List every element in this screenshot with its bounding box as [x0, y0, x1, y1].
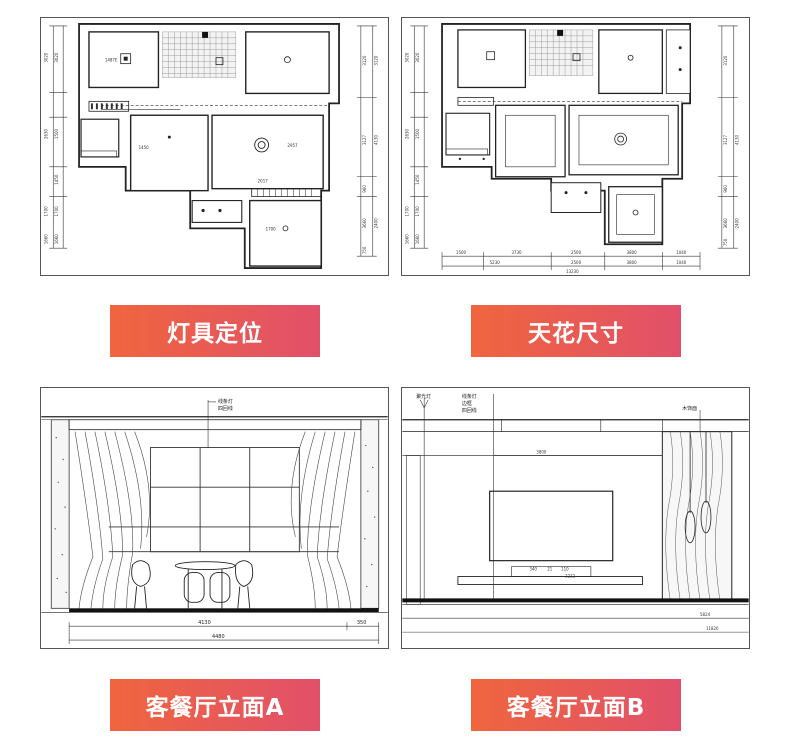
elev-b-dim-small: 2222 — [565, 574, 576, 579]
plan2-left-dim-6: 1700 — [404, 206, 409, 217]
elevation-b-drawing: 聚光灯 线条灯 边框 四回线 3800 340 21 110 2222 — [402, 393, 749, 633]
elev-a-dim-right: 350 — [357, 620, 366, 626]
plan2-bottom-dim-2: 3730 — [511, 250, 522, 255]
plan2-bottom-total-4: 1040 — [676, 260, 687, 265]
plan1-room-label-3: 2957 — [287, 143, 298, 148]
plan1-right-dim-3: 3127 — [362, 134, 367, 145]
plan1-left-dim-6: 1700 — [43, 206, 48, 217]
plan1-right-dim-7: 3660 — [362, 218, 367, 229]
plan2-right-dim-4: 960 — [723, 185, 728, 193]
plan2-bottom-dim-5: 1040 — [676, 250, 687, 255]
plan2-right-dim-3: 4130 — [735, 134, 740, 145]
elev-b-note-right: 木饰面 — [682, 405, 697, 412]
plan1-right-dim-1: 3120 — [362, 55, 367, 66]
plan2-left-dim-9: 1660 — [415, 234, 420, 245]
plan2-bottom-dim-4: 3800 — [627, 250, 638, 255]
plan2-bottom-total-3: 3800 — [627, 260, 638, 265]
plan2-left-dim-4: 1500 — [415, 129, 420, 140]
plan2-bottom-total-2: 2500 — [571, 260, 582, 265]
plan1-room-label-1: 1487E — [105, 58, 118, 63]
plan1-left-dim-5: 1450 — [54, 174, 59, 185]
elev-b-dim-mid-2: 21 — [547, 567, 553, 572]
floor-plan-lighting-panel: 3020 3020 2630 1500 1450 1700 1700 1660 … — [40, 17, 389, 276]
ceiling-plan-panel: 3020 3020 2630 1500 1450 1700 1700 1660 … — [401, 17, 750, 276]
plan2-right-dim-7: 750 — [723, 238, 728, 246]
elev-b-dim-bottom: 5824 — [700, 612, 711, 617]
elev-b-dim-mid-3: 110 — [561, 567, 569, 572]
elevation-b-panel: 聚光灯 线条灯 边框 四回线 3800 340 21 110 2222 — [401, 387, 750, 649]
elev-b-note-left: 聚光灯 — [416, 393, 431, 400]
elev-b-dim-total: 11820 — [706, 626, 719, 631]
plan2-bottom-total-1: 5230 — [490, 260, 501, 265]
elev-a-note-1: 线条灯 — [218, 398, 233, 405]
plan1-room-label-5: 1700 — [266, 226, 277, 231]
plan2-left-dim-1: 3020 — [404, 52, 409, 63]
plan2-overall-dim: 13230 — [566, 269, 579, 274]
elev-b-dim-width: 3800 — [536, 449, 547, 454]
elev-b-note-1: 线条灯 — [462, 393, 477, 400]
plan2-left-dim-8: 1660 — [404, 234, 409, 245]
plan1-left-dim-9: 1660 — [54, 234, 59, 245]
plan2-right-dim-2: 3127 — [723, 134, 728, 145]
elevation-a-drawing: 线条灯 四回线 4130 350 4480 — [41, 398, 388, 645]
plan1-left-dim-8: 1660 — [43, 234, 48, 245]
plan1-right-dim-4: 4130 — [374, 134, 379, 145]
elev-a-note-2: 四回线 — [218, 405, 233, 412]
plan1-right-dim-5: 960 — [362, 185, 367, 193]
plan1-left-dim-2: 3020 — [54, 52, 59, 63]
plan1-room-label-2: 1450 — [139, 145, 150, 150]
plan1-right-dim-8: 750 — [362, 246, 367, 254]
caption-elevation-a: 客餐厅立面A — [110, 679, 320, 731]
elev-b-dim-mid-1: 340 — [529, 567, 537, 572]
plan2-left-dim-2: 3020 — [415, 52, 420, 63]
caption-elevation-b: 客餐厅立面B — [471, 679, 681, 731]
plan2-left-dim-5: 1450 — [415, 174, 420, 185]
plan1-left-dim-3: 2630 — [43, 129, 48, 140]
elev-a-dim-total: 4480 — [212, 634, 225, 640]
plan1-right-dim-2: 3120 — [374, 55, 379, 66]
plan2-left-dim-3: 2630 — [404, 129, 409, 140]
caption-lighting-layout: 灯具定位 — [110, 305, 320, 357]
plan1-left-dim-1: 3020 — [43, 52, 48, 63]
elevation-a-panel: 线条灯 四回线 4130 350 4480 — [40, 387, 389, 649]
plan2-right-dim-1: 3120 — [723, 55, 728, 66]
plan2-right-dim-6: 3660 — [723, 218, 728, 229]
elev-b-note-2: 边框 — [462, 400, 472, 407]
plan2-right-dim-5: 2400 — [735, 218, 740, 229]
plan2-left-dim-7: 1700 — [415, 206, 420, 217]
plan2-bottom-dim-1: 1500 — [456, 250, 467, 255]
plan2-bottom-dim-3: 2500 — [571, 250, 582, 255]
plan1-right-dim-6: 2400 — [374, 218, 379, 229]
ceiling-plan-drawing: 3020 3020 2630 1500 1450 1700 1700 1660 … — [404, 23, 740, 274]
caption-ceiling-dimensions: 天花尺寸 — [471, 305, 681, 357]
floor-plan-lighting-drawing: 3020 3020 2630 1500 1450 1700 1700 1660 … — [43, 23, 379, 269]
plan1-left-dim-7: 1700 — [54, 206, 59, 217]
plan1-room-label-4: 2017 — [258, 179, 269, 184]
plan1-left-dim-4: 1500 — [54, 129, 59, 140]
elev-a-dim-inner: 4130 — [198, 620, 211, 626]
elev-b-note-3: 四回线 — [462, 407, 477, 414]
